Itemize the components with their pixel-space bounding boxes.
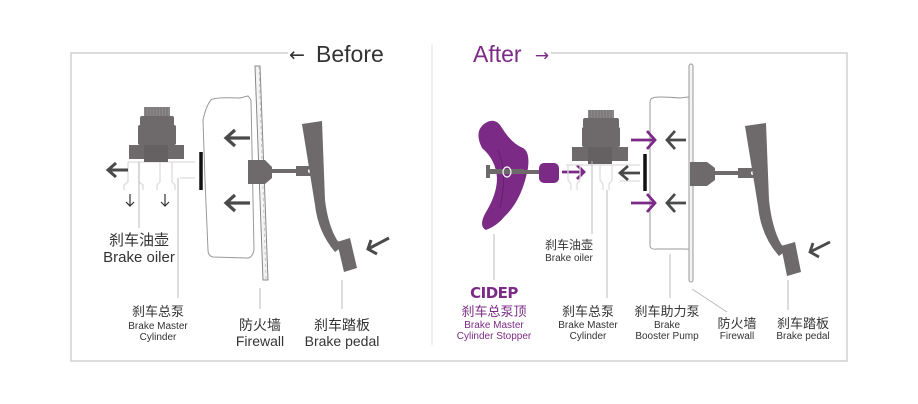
after-label-pedal: 刹车踏板 Brake pedal (776, 316, 829, 342)
after-pedal-force-arrow-icon (808, 240, 831, 259)
stopper-en-1: Brake Master (464, 320, 524, 331)
after-cylinder-left-arrow-icon (617, 164, 640, 182)
before-down-arrows-icon (125, 194, 170, 207)
after-label-booster: 刹车助力泵 Brake Booster Pump (634, 304, 699, 342)
before-title: Before (316, 41, 384, 67)
master-cylinder-en-2: Cylinder (140, 332, 177, 343)
oiler-en: Brake oiler (103, 249, 175, 266)
after-heading: After → (473, 41, 549, 67)
before-booster-arrows-icon (223, 128, 250, 213)
before-brake-booster (202, 95, 255, 259)
after-pedal-zh: 刹车踏板 (777, 316, 829, 332)
after-oiler-zh: 刹车油壶 (545, 237, 593, 252)
booster-zh: 刹车助力泵 (634, 304, 699, 320)
after-label-firewall: 防火墙 Firewall (717, 316, 756, 342)
booster-en-1: Brake (654, 320, 681, 331)
master-cylinder-zh: 刹车总泵 (132, 304, 184, 320)
after-label-master-cylinder: 刹车总泵 Brake Master Cylinder (558, 304, 618, 342)
after-master-cylinder-en-2: Cylinder (570, 331, 607, 342)
after-booster-arrows-icon (665, 130, 686, 213)
before-oiler-pipes (123, 161, 195, 190)
firewall-zh: 防火墙 (239, 318, 281, 334)
after-cylinder-stopper (478, 120, 559, 230)
after-title: After (473, 41, 522, 67)
before-heading: ← Before (289, 41, 384, 67)
before-left-arrow-icon (105, 161, 128, 179)
before-label-oiler: 刹车油壶 Brake oiler (103, 231, 175, 266)
after-master-cylinder-zh: 刹车总泵 (562, 304, 614, 320)
after-oiler-pipes (566, 164, 640, 190)
after-arrow-icon: → (535, 46, 549, 66)
after-pushrod (690, 162, 755, 186)
after-stopper-counter-arrows-icon (631, 130, 657, 213)
pedal-zh: 刹车踏板 (314, 317, 370, 334)
before-leader-lines (138, 162, 343, 309)
after-master-cylinder (572, 110, 628, 164)
before-label-master-cylinder: 刹车总泵 Brake Master Cylinder (128, 304, 188, 343)
after-oiler-en: Brake oiler (545, 253, 593, 264)
stopper-en-2: Cylinder Stopper (457, 331, 532, 342)
after-pedal-en: Brake pedal (776, 331, 829, 342)
master-cylinder-en-1: Brake Master (128, 321, 188, 332)
cidep-logo: CIDEP (470, 284, 518, 302)
before-pushrod (248, 160, 312, 184)
after-label-stopper: 刹车总泵顶 Brake Master Cylinder Stopper (457, 304, 532, 342)
after-firewall-zh: 防火墙 (717, 316, 756, 332)
stopper-zh: 刹车总泵顶 (461, 304, 526, 320)
after-brake-booster (649, 96, 693, 250)
after-stopper-push-arrow-icon (562, 164, 586, 180)
before-label-pedal: 刹车踏板 Brake pedal (305, 317, 380, 349)
after-leader-lines (493, 161, 789, 313)
before-label-firewall: 防火墙 Firewall (236, 318, 284, 349)
after-firewall-en: Firewall (720, 331, 754, 342)
booster-en-2: Booster Pump (635, 331, 699, 342)
oiler-zh: 刹车油壶 (109, 231, 169, 249)
after-label-oiler: 刹车油壶 Brake oiler (545, 237, 594, 264)
before-master-cylinder (129, 107, 184, 162)
diagram-frame (70, 52, 848, 362)
after-master-cylinder-en-1: Brake Master (558, 320, 618, 331)
after-brake-pedal (745, 123, 801, 276)
pedal-en: Brake pedal (305, 333, 380, 349)
after-brand-logo: CIDEP (470, 284, 519, 302)
before-arrow-icon: ← (289, 44, 305, 66)
before-brake-pedal (302, 121, 357, 272)
firewall-en: Firewall (236, 333, 284, 349)
before-pedal-force-arrow-icon (366, 236, 390, 256)
